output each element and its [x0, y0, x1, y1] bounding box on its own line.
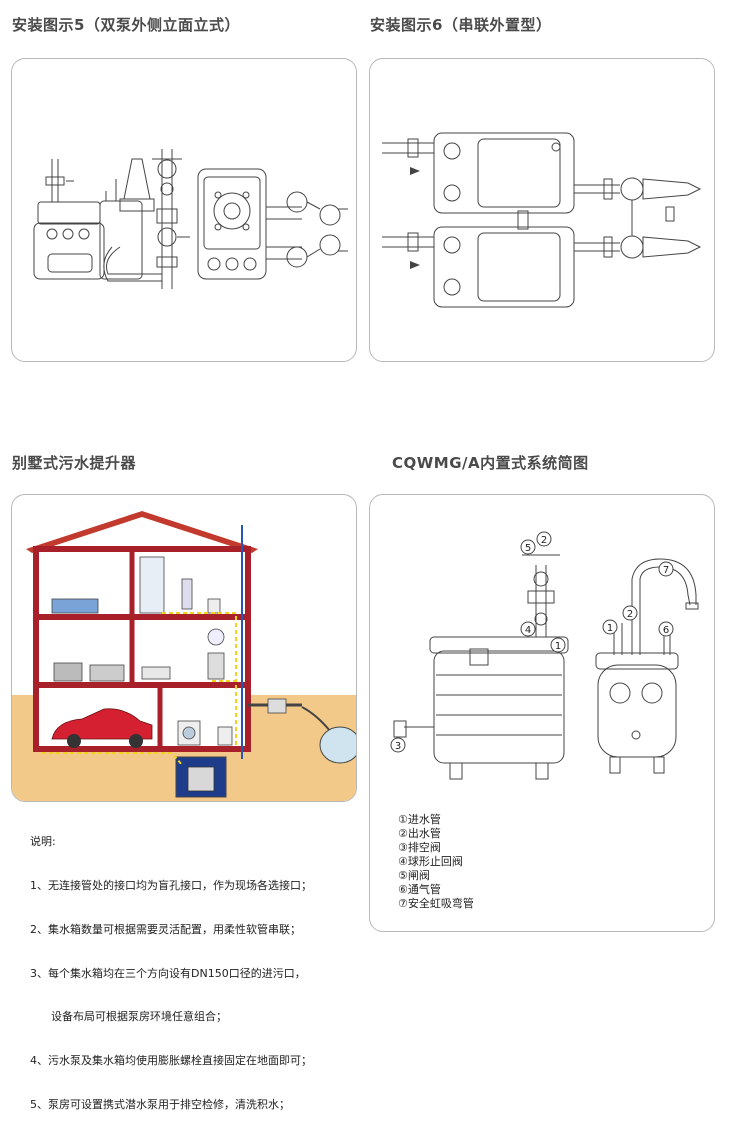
legend-item: ⑤闸阀 — [398, 869, 430, 882]
install-6-drawing — [382, 132, 702, 308]
callout-6: 6 — [663, 625, 669, 636]
note-item: 1、无连接管处的接口均为盲孔接口，作为现场各选接口； — [30, 878, 312, 892]
notes-block: 说明: 1、无连接管处的接口均为盲孔接口，作为现场各选接口； 2、集水箱数量可根… — [30, 806, 312, 1127]
legend-item: ⑥通气管 — [398, 883, 441, 896]
note-item: 4、污水泵及集水箱均使用膨胀螺栓直接固定在地面即可； — [30, 1054, 312, 1068]
panel-install-6 — [369, 58, 715, 362]
callout-2a: 2 — [541, 535, 547, 546]
legend-item: ②出水管 — [398, 827, 441, 840]
section-title-system: CQWMG/A内置式系统简图 — [392, 454, 589, 472]
install-5-drawing — [33, 149, 348, 289]
system-drawing: 2 5 4 1 3 1 2 6 7 — [390, 531, 699, 780]
section-title-villa: 别墅式污水提升器 — [12, 454, 137, 472]
callout-3: 3 — [395, 741, 401, 752]
car — [51, 708, 153, 740]
note-item: 2、集水箱数量可根据需要灵活配置，用柔性软管串联； — [30, 922, 301, 936]
section-title-install-5: 安装图示5（双泵外侧立面立式） — [12, 16, 240, 34]
legend-item: ③排空阀 — [398, 841, 441, 854]
note-item: 3、每个集水箱均在三个方向设有DN150口径的进污口， — [30, 966, 306, 980]
panel-system: 2 5 4 1 3 1 2 6 7 ①进水管 ②出水管 ③排空阀 ④球形止回阀 … — [369, 494, 715, 932]
callout-2b: 2 — [627, 609, 633, 620]
notes-heading: 说明: — [30, 835, 56, 849]
panel-villa — [11, 494, 357, 802]
legend-list: ①进水管 ②出水管 ③排空阀 ④球形止回阀 ⑤闸阀 ⑥通气管 ⑦安全虹吸弯管 — [398, 813, 474, 911]
callout-7: 7 — [663, 565, 669, 576]
note-item: 5、泵房可设置携式潜水泵用于排空检修，清洗积水； — [30, 1097, 290, 1111]
legend-item: ①进水管 — [398, 813, 441, 826]
legend-item: ⑦安全虹吸弯管 — [398, 897, 474, 910]
note-item: 设备布局可根据泵房环境任意组合； — [30, 1010, 227, 1024]
callout-4: 4 — [525, 625, 531, 636]
villa-house-illustration — [12, 511, 356, 801]
legend-item: ④球形止回阀 — [398, 855, 463, 868]
section-title-install-6: 安装图示6（串联外置型） — [370, 16, 552, 34]
panel-install-5 — [11, 58, 357, 362]
callout-1a: 1 — [555, 641, 561, 652]
callout-5: 5 — [525, 543, 531, 554]
callout-1b: 1 — [607, 623, 613, 634]
sewer-manhole — [319, 726, 356, 764]
